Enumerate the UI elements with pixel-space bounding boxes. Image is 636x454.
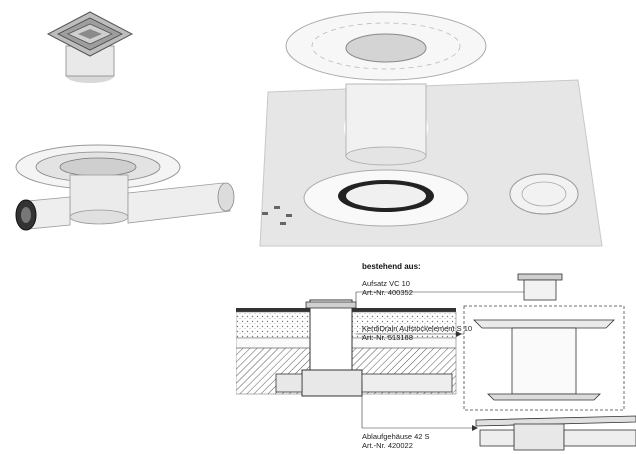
component-article: Art.-Nr. 420022 bbox=[362, 441, 413, 450]
component-label-housing: Ablaufgehäuse 42 S Art.-Nr. 420022 bbox=[362, 432, 430, 450]
components-heading: bestehend aus: bbox=[362, 262, 421, 271]
component-name: Ablaufgehäuse 42 S bbox=[362, 432, 430, 441]
component-name: KerdiDrain Aufstockelement S 10 bbox=[362, 324, 473, 333]
component-label-grate: Aufsatz VC 10 Art.-Nr. 400352 bbox=[362, 279, 413, 297]
grate-photo bbox=[40, 8, 140, 88]
membrane-photo bbox=[240, 0, 636, 250]
technical-drawing bbox=[236, 270, 636, 454]
component-name: Aufsatz VC 10 bbox=[362, 279, 410, 288]
component-label-extension: KerdiDrain Aufstockelement S 10 Art.-Nr.… bbox=[362, 324, 472, 342]
component-article: Art.-Nr. 400352 bbox=[362, 288, 413, 297]
drain-body-photo bbox=[8, 135, 248, 245]
component-article: Art.-Nr. 513168 bbox=[362, 333, 413, 342]
